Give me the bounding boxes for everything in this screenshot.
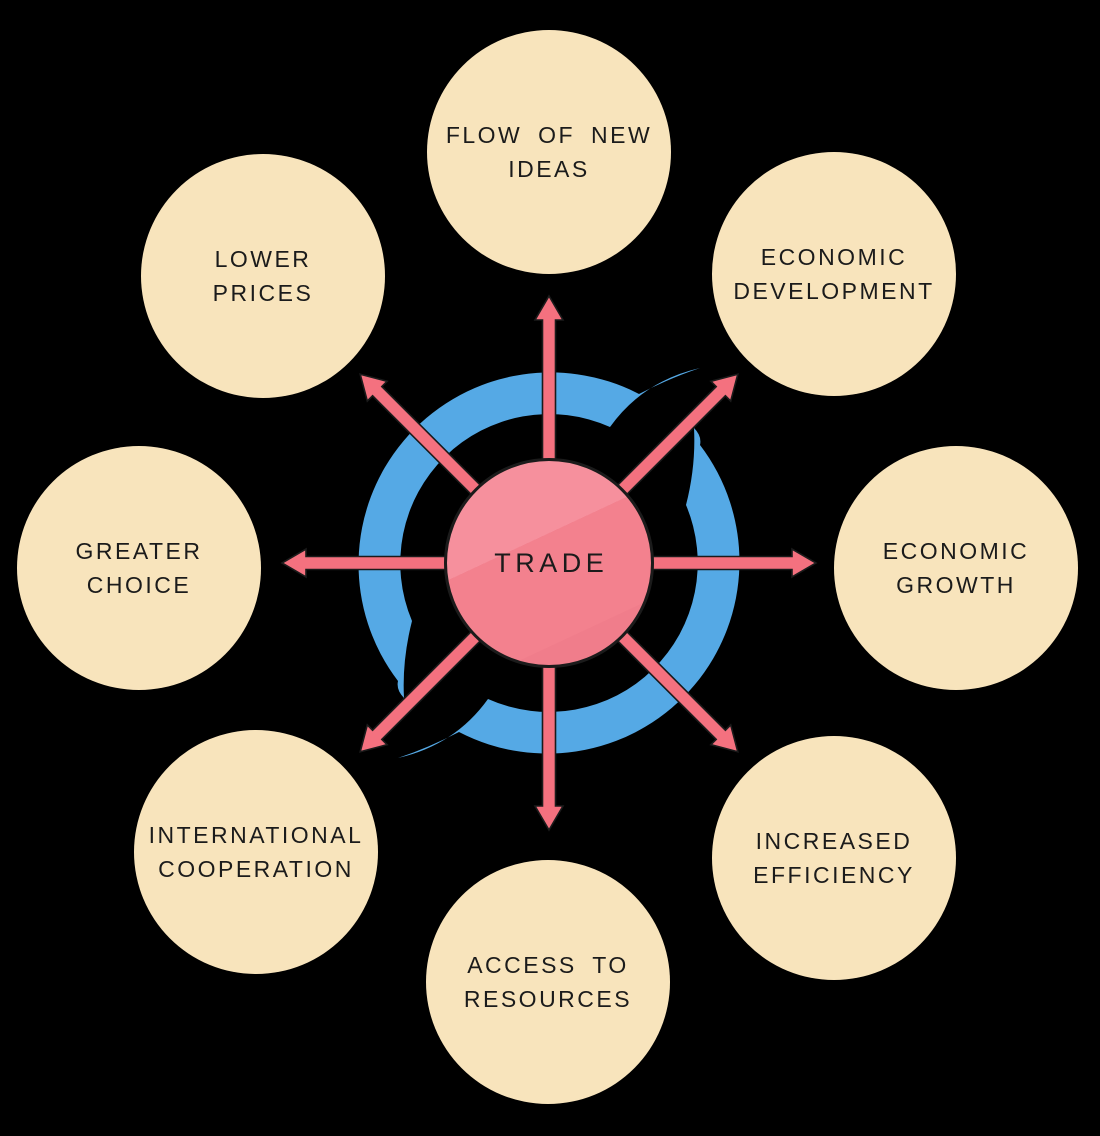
radial-arrows-group [280,294,818,832]
radial-arrow-down-right [605,619,739,753]
radial-arrow-up [533,294,565,476]
node-label: ECONOMIC DEVELOPMENT [733,243,935,305]
center-node-trade: TRADE [444,458,654,668]
node-label: LOWER PRICES [212,245,314,307]
radial-arrow-down-left [359,619,493,753]
node-greater-choice: GREATER CHOICE [17,446,261,690]
radial-arrow-down [533,650,565,832]
node-economic-development: ECONOMIC DEVELOPMENT [712,152,956,396]
node-label: FLOW OF NEW IDEAS [445,121,653,183]
node-label: INCREASED EFFICIENCY [753,827,915,889]
node-international-cooperation: INTERNATIONAL COOPERATION [134,730,378,974]
radial-arrow-right [636,547,818,579]
node-label: ECONOMIC GROWTH [882,537,1030,599]
node-label: GREATER CHOICE [75,537,203,599]
radial-arrow-up-right [605,373,739,507]
radial-arrow-left [280,547,462,579]
radial-arrow-up-left [359,373,493,507]
node-label: INTERNATIONAL COOPERATION [148,821,364,883]
node-lower-prices: LOWER PRICES [141,154,385,398]
node-access-to-resources: ACCESS TO RESOURCES [426,860,670,1104]
center-node-label: TRADE [494,547,609,578]
node-increased-efficiency: INCREASED EFFICIENCY [712,736,956,980]
node-flow-of-new-ideas: FLOW OF NEW IDEAS [427,30,671,274]
node-economic-growth: ECONOMIC GROWTH [834,446,1078,690]
node-label: ACCESS TO RESOURCES [463,951,633,1013]
